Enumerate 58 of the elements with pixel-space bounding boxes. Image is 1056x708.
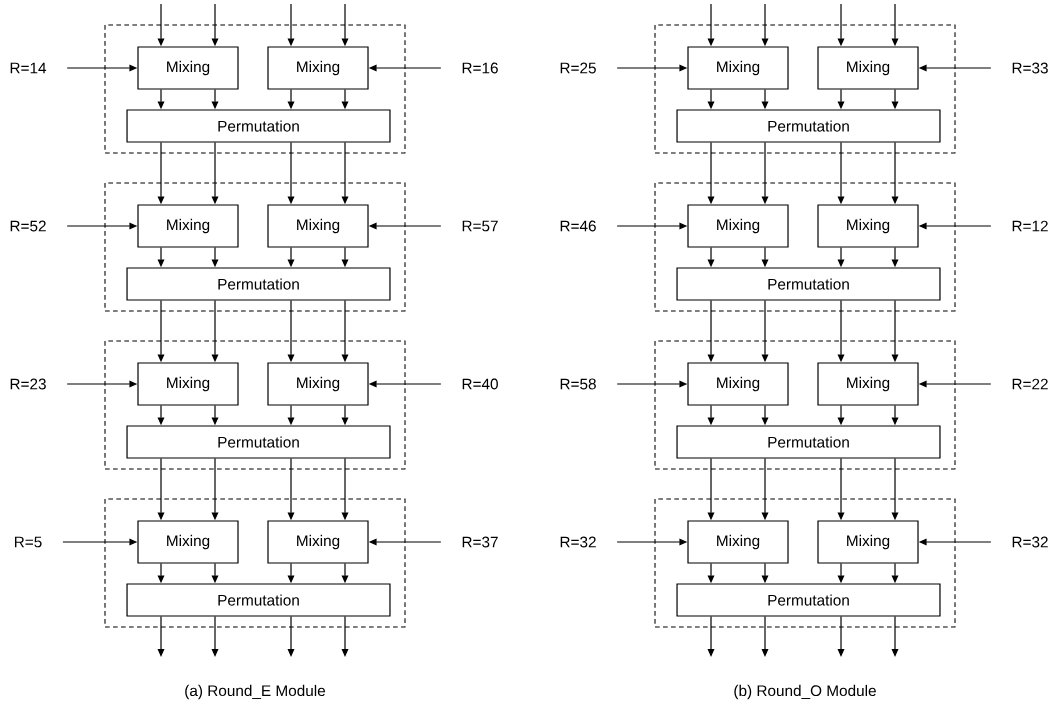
arrow	[707, 616, 715, 657]
parameter-label: R=32	[1012, 536, 1048, 548]
mixing-box: Mixing	[267, 520, 369, 564]
caption: (a) Round_E Module	[185, 684, 326, 700]
parameter-label: R=58	[560, 378, 596, 390]
parameter-label: R=37	[462, 536, 498, 548]
parameter-label: R=57	[462, 220, 498, 232]
module-frame	[654, 182, 956, 312]
arrow	[287, 616, 295, 657]
module-frame	[104, 340, 406, 470]
arrow	[341, 616, 349, 657]
permutation-box: Permutation	[676, 583, 941, 617]
caption: (b) Round_O Module	[734, 684, 876, 700]
parameter-label: R=25	[560, 62, 596, 74]
parameter-label: R=22	[1012, 378, 1048, 390]
module-frame	[654, 498, 956, 628]
arrow	[761, 616, 769, 657]
mixing-box: Mixing	[687, 362, 789, 406]
module-frame	[104, 182, 406, 312]
arrow	[891, 616, 899, 657]
mixing-box: Mixing	[267, 46, 369, 90]
mixing-box: Mixing	[137, 362, 239, 406]
mixing-box: Mixing	[137, 46, 239, 90]
mixing-box: Mixing	[817, 46, 919, 90]
permutation-box: Permutation	[126, 583, 391, 617]
parameter-label: R=46	[560, 220, 596, 232]
mixing-box: Mixing	[687, 204, 789, 248]
parameter-label: R=32	[560, 536, 596, 548]
mixing-box: Mixing	[267, 362, 369, 406]
arrow	[211, 616, 219, 657]
parameter-label: R=52	[10, 220, 46, 232]
permutation-box: Permutation	[676, 267, 941, 301]
permutation-box: Permutation	[126, 425, 391, 459]
module-frame	[104, 24, 406, 154]
parameter-label: R=14	[10, 62, 47, 74]
permutation-box: Permutation	[676, 425, 941, 459]
parameter-label: R=5	[15, 536, 42, 548]
mixing-box: Mixing	[817, 362, 919, 406]
arrow	[157, 616, 165, 657]
mixing-box: Mixing	[267, 204, 369, 248]
module-frame	[654, 340, 956, 470]
permutation-box: Permutation	[676, 109, 941, 143]
parameter-label: R=23	[10, 378, 46, 390]
parameter-label: R=12	[1012, 220, 1048, 232]
mixing-box: Mixing	[817, 520, 919, 564]
mixing-box: Mixing	[137, 520, 239, 564]
parameter-label: R=40	[462, 378, 498, 390]
module-frame	[654, 24, 956, 154]
module-frame	[104, 498, 406, 628]
arrow	[837, 616, 845, 657]
parameter-label: R=33	[1012, 62, 1048, 74]
mixing-box: Mixing	[137, 204, 239, 248]
mixing-box: Mixing	[687, 520, 789, 564]
permutation-box: Permutation	[126, 267, 391, 301]
mixing-box: Mixing	[817, 204, 919, 248]
permutation-box: Permutation	[126, 109, 391, 143]
mixing-box: Mixing	[687, 46, 789, 90]
parameter-label: R=16	[462, 62, 498, 74]
